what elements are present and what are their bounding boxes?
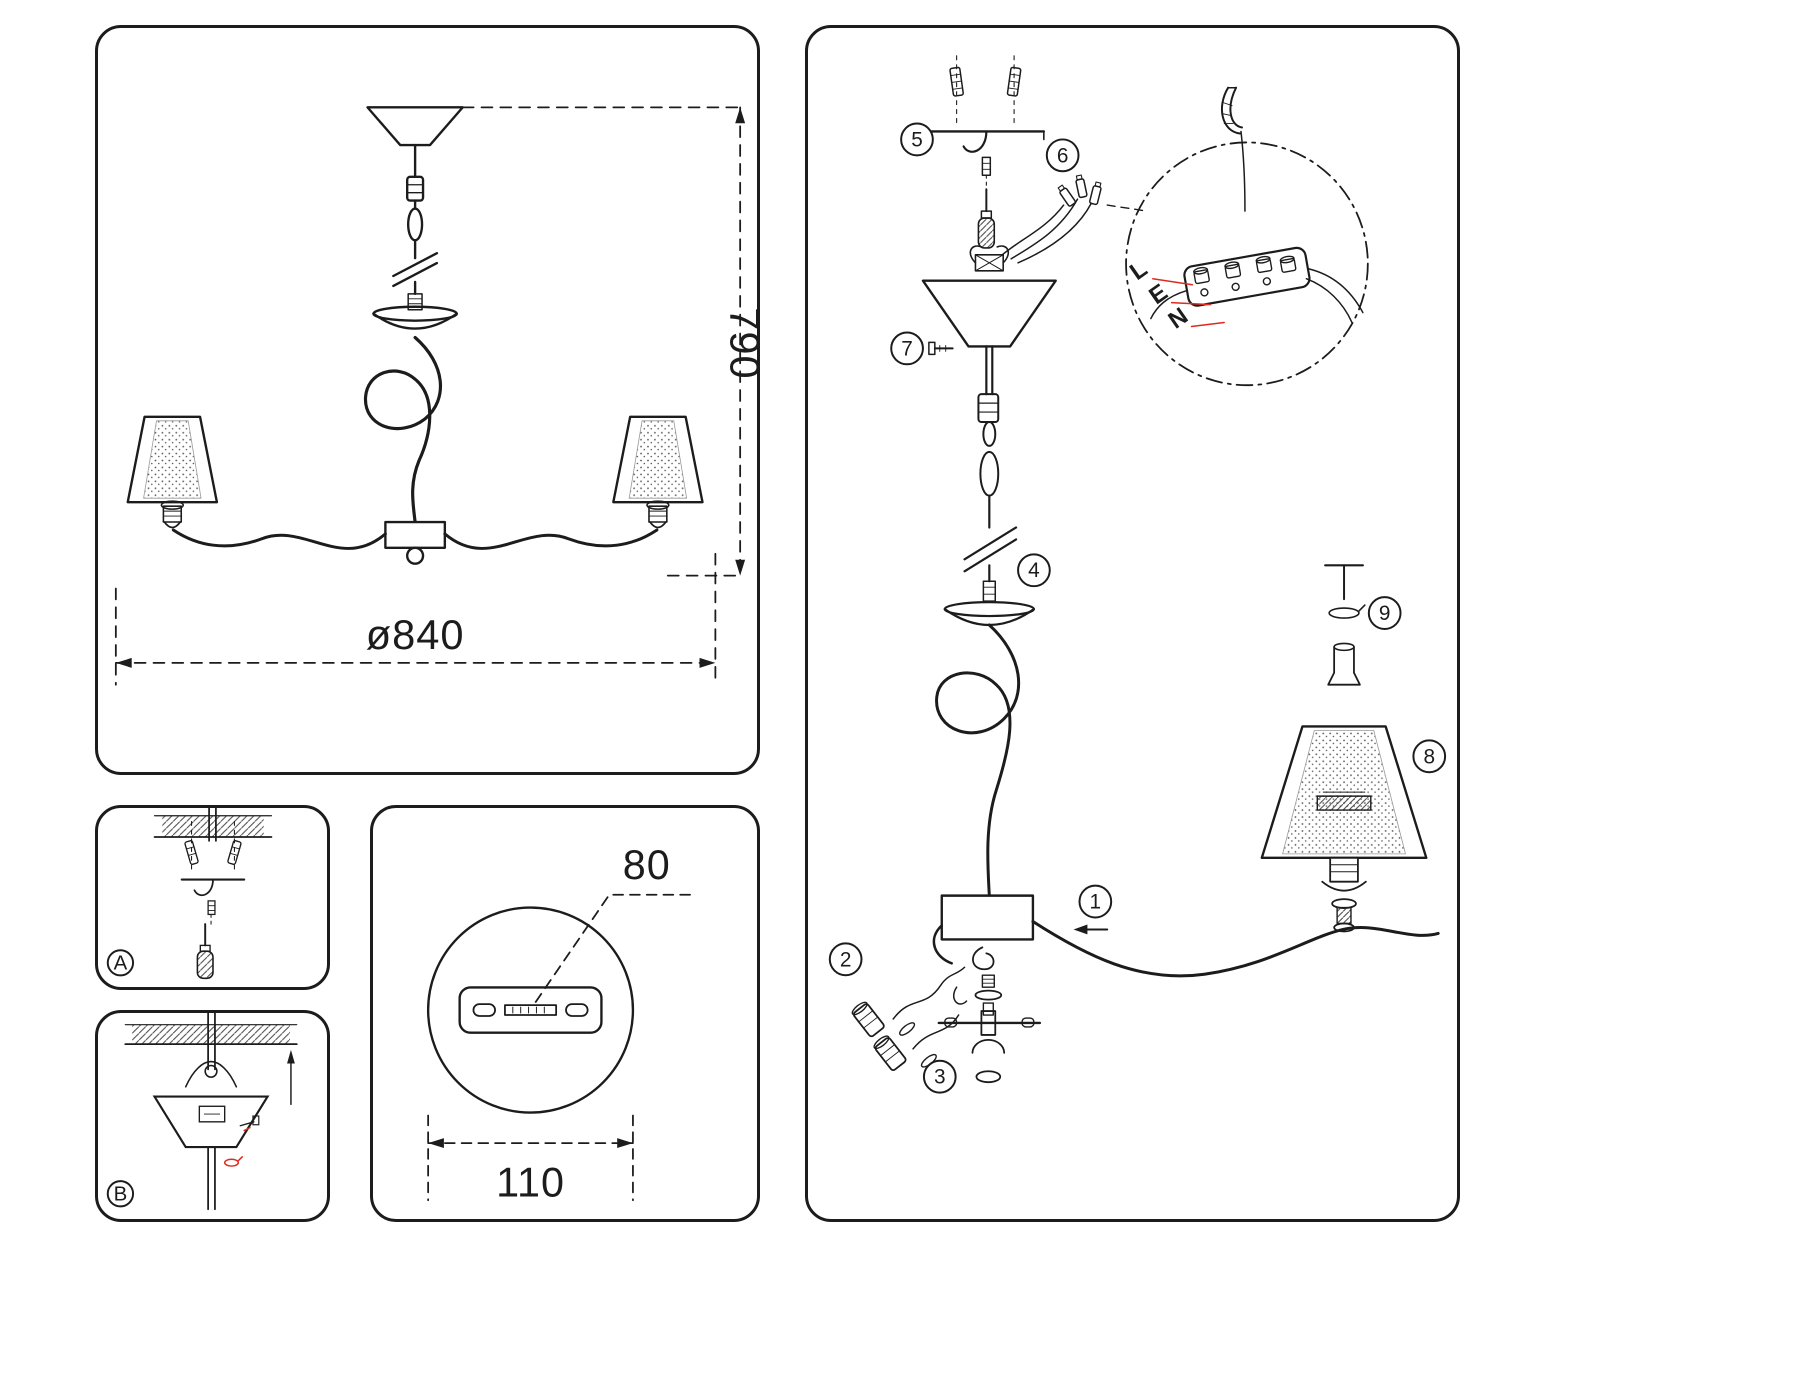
tighten-symbol	[223, 1126, 251, 1167]
step-4-badge	[1017, 553, 1051, 588]
step-9-finial	[1324, 564, 1366, 686]
dim-arrow-right	[617, 1138, 633, 1149]
canopy-mounting-drawing: B	[106, 1013, 298, 1211]
claw-bracket	[969, 245, 1010, 272]
step-6-label: 6	[1057, 144, 1069, 167]
wiring-detail-circle	[1125, 86, 1369, 387]
mounting-bracket	[184, 1060, 238, 1088]
slot-dimension-label: 80	[623, 842, 671, 888]
step-8-badge	[1412, 739, 1447, 774]
diameter-dimension-label: ø840	[366, 611, 465, 658]
suspension-stack	[943, 345, 1036, 626]
step-2-sockets	[851, 966, 968, 1072]
ceiling-pipe	[208, 808, 217, 842]
wire-l-label: L	[1125, 255, 1152, 286]
detail-b-badge	[106, 1180, 135, 1208]
height-dimension	[461, 106, 742, 577]
ceiling-hatch	[153, 815, 273, 838]
step-2-badge	[828, 942, 863, 977]
ceiling-hatch	[124, 1024, 298, 1045]
chandelier-dimension-drawing: 790 ø840	[114, 106, 757, 686]
step-9-badge	[1367, 596, 1402, 630]
terminal-block	[1183, 246, 1311, 307]
dim-arrow-left	[115, 657, 132, 668]
dim-arrow-top	[735, 107, 746, 124]
detail-a-badge	[106, 949, 135, 977]
detail-a-panel: A	[95, 805, 330, 990]
center-hub	[384, 520, 447, 565]
side-screw-icon	[928, 341, 954, 356]
canopy-cup	[152, 1095, 270, 1149]
step-5-hardware	[927, 55, 1046, 249]
step-4-label: 4	[1028, 559, 1040, 582]
step-3-label: 3	[934, 1066, 946, 1089]
screwdriver-icon	[977, 188, 996, 249]
wire-e-label: E	[1144, 279, 1172, 310]
assembly-steps-panel: 5 6 7 4 1 2 3 8 9 L E N	[805, 25, 1460, 1222]
step-8-lampshade	[1260, 725, 1428, 933]
step-7-badge	[890, 331, 924, 366]
dim-arrow-left	[428, 1138, 444, 1149]
screwdriver-icon	[196, 923, 214, 980]
detail-a-label: A	[114, 953, 128, 975]
suspension-chain	[392, 143, 439, 311]
step-1-arrow-head	[1073, 924, 1088, 935]
wall-plugs	[184, 821, 242, 875]
step-1-label: 1	[1090, 891, 1102, 914]
step-9-label: 9	[1379, 602, 1391, 625]
dim-arrow-bottom	[735, 559, 746, 576]
hook-bracket	[180, 878, 246, 897]
stem-pipe	[207, 1146, 216, 1211]
mounting-screw	[207, 900, 216, 925]
width-dimension-label: 110	[496, 1159, 565, 1205]
wire-n-label: N	[1163, 302, 1193, 334]
step-1-badge	[1078, 884, 1113, 919]
step-6-badge	[1045, 138, 1080, 173]
step-7-canopy	[921, 245, 1057, 356]
step-2-label: 2	[840, 948, 852, 971]
dim-arrow-right	[699, 657, 716, 668]
assembly-exploded-drawing: 5 6 7 4 1 2 3 8 9 L E N	[828, 55, 1447, 1094]
bobeche-and-loop	[363, 305, 458, 524]
mounting-bracket-plate	[458, 986, 603, 1034]
ceiling-canopy	[366, 106, 464, 147]
loop-and-hub	[932, 623, 1035, 965]
up-arrow-head	[287, 1049, 295, 1064]
left-lampshade	[126, 415, 219, 529]
width-dimension	[427, 1114, 634, 1202]
step-6-connectors	[1001, 174, 1148, 264]
right-arm	[443, 528, 659, 550]
ceiling-hook	[1220, 86, 1246, 212]
bracket-detail-drawing: 80 110	[426, 842, 691, 1205]
right-arm	[1031, 920, 1440, 978]
hub-hardware	[937, 946, 1042, 1084]
wire-labels-leaders	[1152, 277, 1225, 328]
step-8-label: 8	[1423, 745, 1435, 768]
ceiling-anchor-drawing: A	[106, 808, 273, 980]
step-3-badge	[922, 1059, 957, 1094]
step-5-badge	[900, 122, 934, 157]
bracket-detail-panel: 80 110	[370, 805, 760, 1222]
right-lampshade	[612, 415, 704, 529]
detail-circle	[426, 906, 635, 1114]
detail-b-panel: B	[95, 1010, 330, 1222]
overview-dimensions-panel: 790 ø840	[95, 25, 760, 775]
ceiling-pipe	[207, 1013, 216, 1071]
step-7-label: 7	[901, 337, 913, 360]
detail-b-label: B	[114, 1184, 128, 1206]
height-dimension-label: 790	[721, 307, 757, 379]
left-arm	[171, 528, 387, 550]
step-5-label: 5	[911, 128, 923, 151]
slot-leader	[532, 893, 691, 1007]
diameter-dimension	[114, 552, 717, 686]
